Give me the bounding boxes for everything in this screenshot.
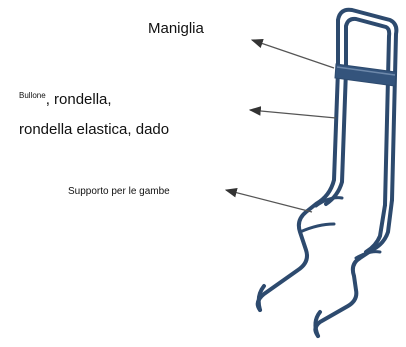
inner-right-leg-tube (364, 203, 387, 254)
handle-arrow (250, 38, 335, 69)
left-upright-tube (336, 7, 399, 202)
left-leg-tube (255, 68, 340, 312)
left-foot-hook (256, 284, 266, 312)
right-foot-hook (313, 310, 322, 338)
frame-tubes (255, 7, 399, 338)
inner-upright-tube (344, 16, 392, 207)
bolt-arrow (248, 106, 337, 119)
label-bolt-line1: Bullone, rondella, (19, 91, 112, 108)
leg-support-arrow (224, 188, 313, 213)
callout-arrows (224, 38, 337, 213)
label-bolt-line2: rondella elastica, dado (19, 121, 170, 138)
leg-support-crossbars (298, 196, 382, 260)
handle-strap (334, 63, 397, 87)
label-bolt-rest: , rondella, (45, 91, 112, 108)
inner-leg-tube (324, 68, 348, 206)
label-bolt-small: Bullone (19, 91, 46, 100)
label-handle: Maniglia (148, 20, 204, 37)
label-leg-support: Supporto per le gambe (68, 186, 170, 197)
